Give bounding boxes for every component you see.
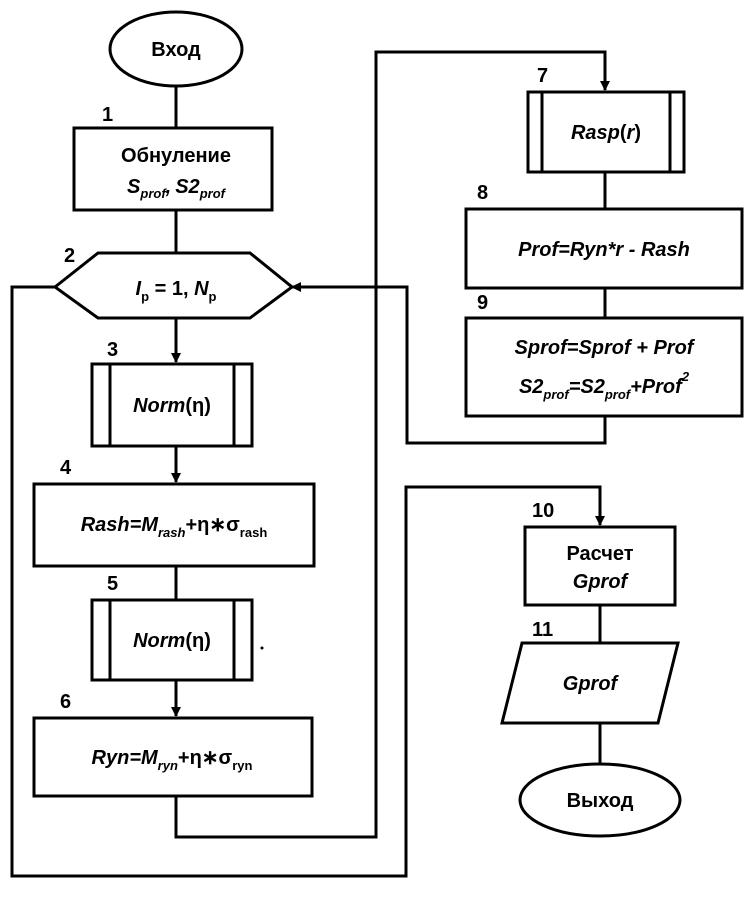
block-4-formula: Rash=Mrash+η∗σrash	[81, 514, 268, 540]
block-1-line1: Обнуление	[121, 145, 231, 167]
block-10-calc: 10 Расчет Gprof	[523, 500, 677, 607]
block-11-label: Gprof	[563, 673, 620, 695]
block-4-rash: 4 Rash=Mrash+η∗σrash	[32, 457, 316, 568]
block-10-line1: Расчет	[566, 543, 633, 565]
block-4-number: 4	[60, 457, 72, 479]
block-3-norm: 3 Norm(η)	[90, 339, 254, 448]
block-9-line1: Sprof=Sprof + Prof	[515, 337, 696, 359]
block-10-line2: Gprof	[573, 571, 630, 593]
block-6-formula: Ryn=Mryn+η∗σryn	[92, 747, 253, 773]
block-2-number: 2	[64, 245, 75, 267]
block-3-label: Norm(η)	[133, 395, 211, 417]
block-3-number: 3	[107, 339, 118, 361]
edge-6-7	[174, 50, 610, 839]
block-8-prof: 8 Prof=Ryn*r - Rash	[464, 182, 744, 290]
block-9-sums: 9 Sprof=Sprof + Prof S2prof=S2prof+Prof2	[464, 292, 744, 418]
block-5-number: 5	[107, 573, 118, 595]
block-8-formula: Prof=Ryn*r - Rash	[518, 239, 690, 261]
block-2-label: Ip = 1, Np	[136, 278, 217, 304]
block-7-label: Rasp(r)	[571, 122, 641, 144]
block-1-reset: 1 Обнуление Sprof,S2prof	[72, 104, 274, 212]
block-2-loop: 2 Ip = 1, Np	[52, 245, 295, 320]
block-5-label: Norm(η)	[133, 630, 211, 652]
stray-mark	[260, 646, 264, 650]
edge-9-loop	[291, 282, 607, 445]
block-11-output: 11 Gprof	[500, 619, 680, 725]
block-11-number: 11	[532, 619, 553, 641]
start-label: Вход	[151, 39, 201, 61]
block-7-rasp: 7 Rasp(r)	[526, 65, 686, 174]
block-6-ryn: 6 Ryn=Mryn+η∗σryn	[32, 691, 314, 798]
block-8-number: 8	[477, 182, 488, 204]
end-terminal: Выход	[518, 762, 682, 838]
block-6-number: 6	[60, 691, 71, 713]
block-10-number: 10	[532, 500, 554, 522]
block-9-number: 9	[477, 292, 488, 314]
block-1-line2: Sprof,S2prof	[127, 176, 227, 201]
connectors	[10, 50, 610, 878]
block-7-number: 7	[537, 65, 548, 87]
start-terminal: Вход	[108, 10, 244, 88]
block-1-number: 1	[102, 104, 113, 126]
edge-2-10	[10, 285, 605, 878]
end-label: Выход	[567, 790, 634, 812]
block-5-norm: 5 Norm(η)	[90, 573, 254, 682]
block-9-line2: S2prof=S2prof+Prof2	[519, 369, 690, 402]
